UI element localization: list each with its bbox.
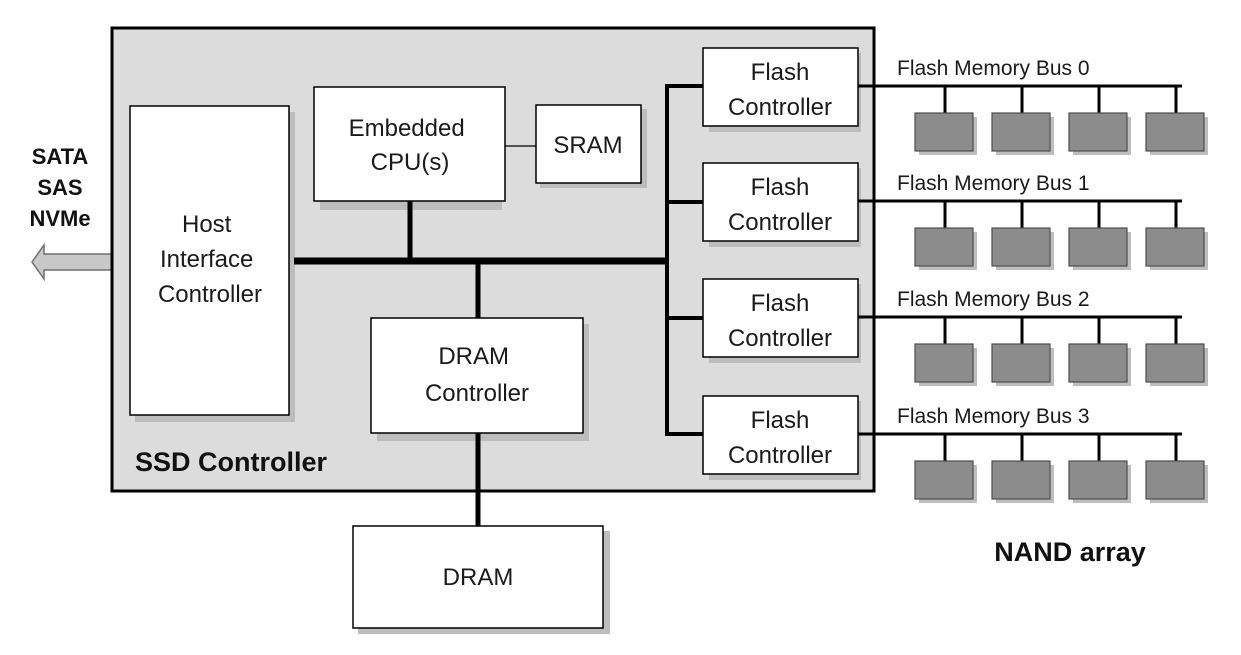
- dram-label: DRAM: [443, 564, 514, 591]
- nand-chip: [1145, 112, 1205, 152]
- flash-memory-bus-label-0: Flash Memory Bus 0: [897, 57, 1090, 80]
- dram-controller-line-2: Controller: [425, 380, 529, 407]
- nand-chip: [914, 343, 974, 383]
- nand-chip: [991, 460, 1051, 500]
- nand-chip: [991, 112, 1051, 152]
- dram-controller-box: [370, 317, 584, 434]
- nand-chip: [1068, 460, 1128, 500]
- nand-chip: [991, 227, 1051, 267]
- flash-controller-line-2: Controller: [728, 209, 832, 236]
- nand-chip: [1145, 227, 1205, 267]
- nand-chip: [991, 343, 1051, 383]
- flash-controller-line-1: Flash: [751, 59, 810, 86]
- sram-box: [535, 104, 642, 184]
- cpu-line-1: Embedded: [349, 115, 465, 142]
- embedded-cpu-text: Embedded CPU(s): [349, 115, 472, 176]
- cpu-line-2: CPU(s): [371, 149, 450, 176]
- flash-controller-3: [702, 395, 859, 475]
- nand-array-label: NAND array: [994, 537, 1146, 567]
- ssd-controller-label: SSD Controller: [135, 447, 328, 477]
- flash-memory-bus-label-2: Flash Memory Bus 2: [897, 288, 1090, 311]
- flash-memory-bus-label-1: Flash Memory Bus 1: [897, 172, 1090, 195]
- nand-chip: [914, 227, 974, 267]
- dram-controller-text: DRAM Controller: [425, 343, 529, 407]
- host-interface-line-3: Controller: [158, 281, 262, 308]
- flash-controller-line-2: Controller: [728, 94, 832, 121]
- host-interface-controller-text: Host Interface Controller: [158, 211, 262, 308]
- sram-label: SRAM: [553, 132, 622, 159]
- embedded-cpu-box: [313, 86, 506, 202]
- nand-chip: [1068, 112, 1128, 152]
- nand-chip: [1145, 460, 1205, 500]
- flash-controller-line-2: Controller: [728, 325, 832, 352]
- protocol-label-nvme: NVMe: [29, 206, 90, 231]
- protocol-label-sas: SAS: [37, 175, 82, 200]
- dram-box: [352, 525, 604, 629]
- nand-chip: [1068, 227, 1128, 267]
- nand-chip: [1145, 343, 1205, 383]
- nand-chip: [1068, 343, 1128, 383]
- host-interface-line-2: Interface: [160, 246, 253, 273]
- nand-chip: [914, 112, 974, 152]
- flash-controller-0: [702, 47, 859, 127]
- host-interface-line-1: Host: [182, 211, 232, 238]
- flash-controller-line-1: Flash: [751, 174, 810, 201]
- dram-controller-line-1: DRAM: [438, 343, 509, 370]
- flash-controller-2: [702, 278, 859, 358]
- flash-controller-line-1: Flash: [751, 290, 810, 317]
- flash-controller-1: [702, 162, 859, 242]
- protocol-label-sata: SATA: [32, 144, 89, 169]
- nand-chip: [914, 460, 974, 500]
- host-protocol-labels: SATA SAS NVMe: [29, 144, 90, 231]
- flash-memory-bus-label-3: Flash Memory Bus 3: [897, 405, 1090, 428]
- connections: [294, 84, 705, 526]
- flash-controller-line-2: Controller: [728, 442, 832, 469]
- host-interface-controller: [129, 105, 290, 416]
- flash-controller-line-1: Flash: [751, 407, 810, 434]
